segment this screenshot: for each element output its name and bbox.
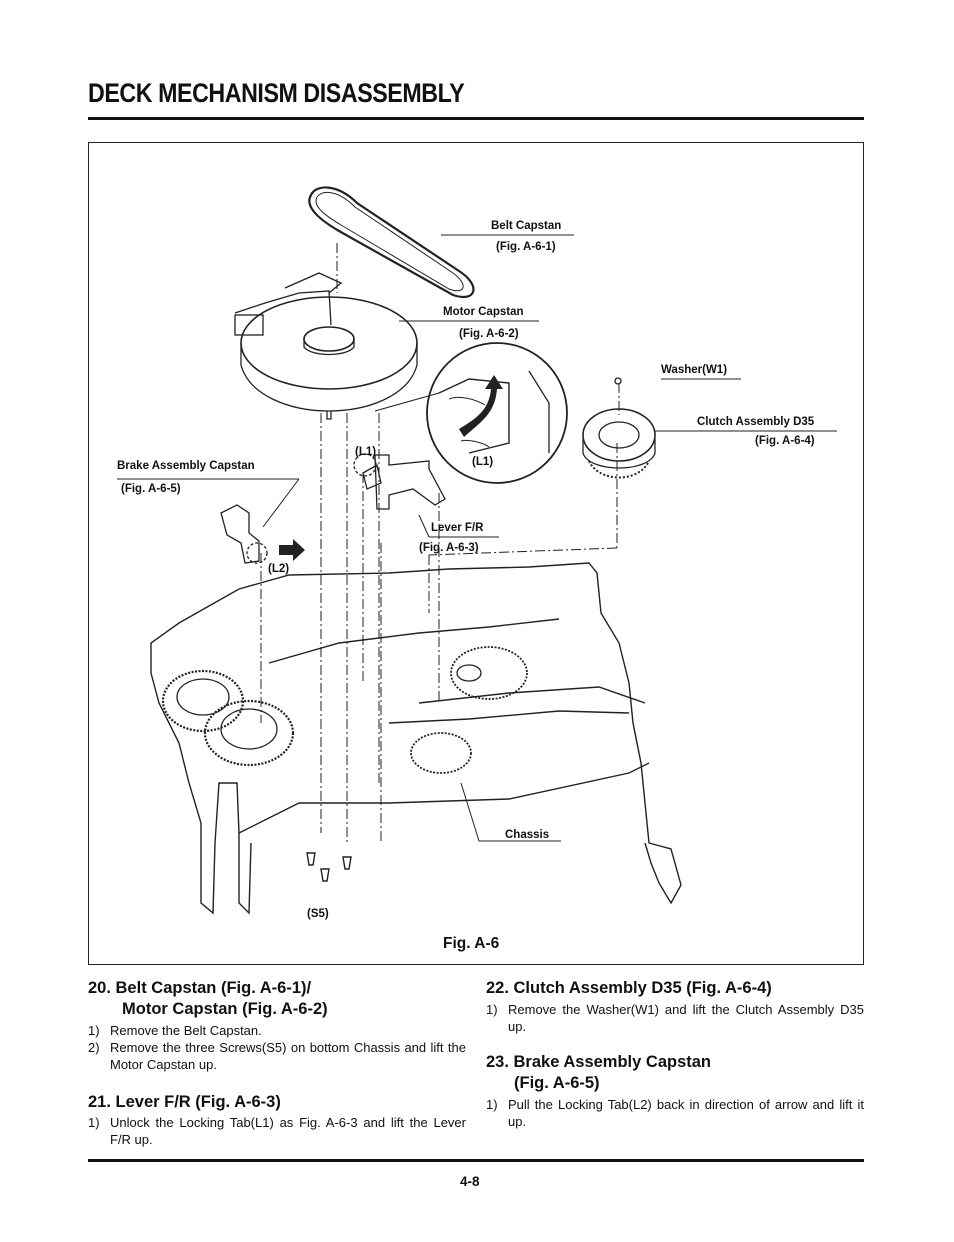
section-22: 22. Clutch Assembly D35 (Fig. A-6-4) 1) … bbox=[486, 978, 864, 1035]
section-21-step-1: 1) Unlock the Locking Tab(L1) as Fig. A-… bbox=[88, 1114, 466, 1148]
belt-capstan-drawing bbox=[308, 186, 475, 298]
label-brake-assembly: Brake Assembly Capstan bbox=[117, 460, 255, 472]
step-text: Pull the Locking Tab(L2) back in directi… bbox=[508, 1097, 864, 1129]
label-l1-left: (L1) bbox=[355, 446, 377, 458]
label-belt-capstan-fig: (Fig. A-6-1) bbox=[496, 241, 556, 253]
section-20-step-1: 1) Remove the Belt Capstan. bbox=[88, 1022, 466, 1039]
step-text: Remove the three Screws(S5) on bottom Ch… bbox=[110, 1040, 466, 1072]
label-clutch-assembly-fig: (Fig. A-6-4) bbox=[755, 435, 815, 447]
motor-capstan-drawing bbox=[234, 272, 418, 420]
figure-a-6: Belt Capstan (Fig. A-6-1) Motor Capstan … bbox=[88, 142, 864, 965]
section-23-title-line2: (Fig. A-6-5) bbox=[514, 1074, 600, 1092]
leader-lines bbox=[117, 234, 837, 842]
brake-assembly-drawing bbox=[220, 504, 268, 564]
section-20-title-line1: 20. Belt Capstan (Fig. A-6-1)/ bbox=[88, 979, 312, 997]
section-20-step-2: 2) Remove the three Screws(S5) on bottom… bbox=[88, 1039, 466, 1073]
step-text: Unlock the Locking Tab(L1) as Fig. A-6-3… bbox=[110, 1115, 466, 1147]
section-22-step-1: 1) Remove the Washer(W1) and lift the Cl… bbox=[486, 1001, 864, 1035]
label-lever-fr: Lever F/R bbox=[431, 522, 484, 534]
label-motor-capstan: Motor Capstan bbox=[443, 306, 524, 318]
section-22-title-line1: 22. Clutch Assembly D35 (Fig. A-6-4) bbox=[486, 979, 772, 997]
label-motor-capstan-fig: (Fig. A-6-2) bbox=[459, 328, 519, 340]
section-21-title: 21. Lever F/R (Fig. A-6-3) bbox=[88, 1092, 466, 1113]
label-brake-assembly-fig: (Fig. A-6-5) bbox=[121, 483, 181, 495]
step-text: Remove the Belt Capstan. bbox=[110, 1023, 262, 1038]
section-23-title-line1: 23. Brake Assembly Capstan bbox=[486, 1053, 711, 1071]
footer-rule bbox=[88, 1159, 864, 1162]
page-title: DECK MECHANISM DISASSEMBLY bbox=[88, 78, 465, 108]
section-23: 23. Brake Assembly Capstan (Fig. A-6-5) … bbox=[486, 1052, 864, 1130]
figure-caption: Fig. A-6 bbox=[443, 935, 500, 952]
zoom-detail-l1 bbox=[426, 342, 568, 484]
clutch-assembly-drawing bbox=[582, 377, 656, 479]
step-number: 1) bbox=[486, 1097, 498, 1112]
step-number: 1) bbox=[486, 1002, 498, 1017]
label-l1-right: (L1) bbox=[472, 456, 494, 468]
label-clutch-assembly: Clutch Assembly D35 bbox=[697, 416, 815, 428]
step-number: 1) bbox=[88, 1115, 100, 1130]
section-20-title: 20. Belt Capstan (Fig. A-6-1)/ Motor Cap… bbox=[88, 978, 466, 1020]
pull-arrow-icon bbox=[279, 539, 305, 561]
step-number: 2) bbox=[88, 1040, 100, 1055]
label-lever-fr-fig: (Fig. A-6-3) bbox=[419, 542, 479, 554]
section-21-title-line1: 21. Lever F/R (Fig. A-6-3) bbox=[88, 1093, 281, 1111]
section-22-title: 22. Clutch Assembly D35 (Fig. A-6-4) bbox=[486, 978, 864, 999]
screws-s5-drawing bbox=[306, 852, 352, 882]
label-l2: (L2) bbox=[268, 563, 290, 575]
label-s5: (S5) bbox=[307, 908, 329, 920]
header-rule bbox=[88, 117, 864, 120]
section-20: 20. Belt Capstan (Fig. A-6-1)/ Motor Cap… bbox=[88, 978, 466, 1073]
unlock-arrow-icon bbox=[459, 375, 503, 437]
section-20-title-line2: Motor Capstan (Fig. A-6-2) bbox=[122, 1000, 328, 1018]
page-number: 4-8 bbox=[460, 1174, 480, 1189]
deck-mechanism-illustration bbox=[117, 186, 837, 915]
section-21: 21. Lever F/R (Fig. A-6-3) 1) Unlock the… bbox=[88, 1092, 466, 1148]
label-belt-capstan: Belt Capstan bbox=[491, 220, 562, 232]
step-text: Remove the Washer(W1) and lift the Clutc… bbox=[508, 1002, 864, 1034]
section-23-step-1: 1) Pull the Locking Tab(L2) back in dire… bbox=[486, 1096, 864, 1130]
section-23-title: 23. Brake Assembly Capstan (Fig. A-6-5) bbox=[486, 1052, 864, 1094]
label-chassis: Chassis bbox=[505, 829, 550, 841]
label-washer: Washer(W1) bbox=[661, 364, 728, 376]
lever-fr-drawing bbox=[353, 453, 446, 510]
chassis-drawing bbox=[150, 562, 682, 915]
gear-drawings bbox=[161, 646, 528, 774]
step-number: 1) bbox=[88, 1023, 100, 1038]
